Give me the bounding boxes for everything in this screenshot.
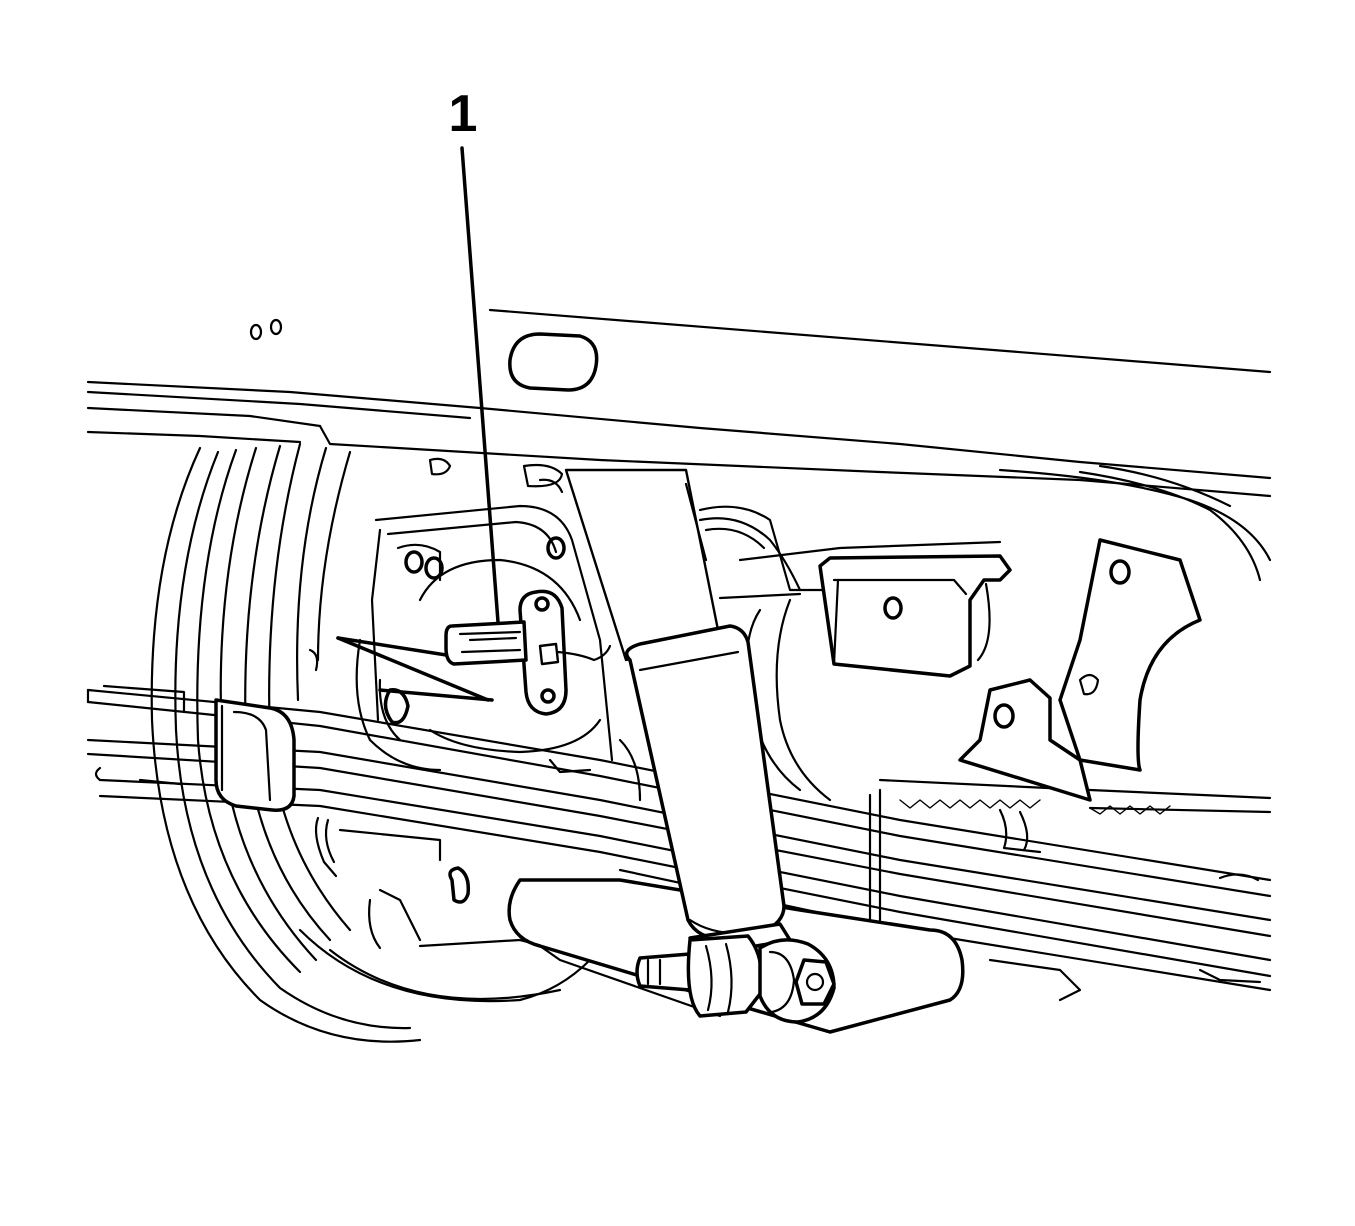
frame-rail: [86, 308, 1272, 582]
callout-label-1: 1: [448, 85, 478, 143]
right-bracket: [958, 538, 1202, 802]
brake-line: [698, 517, 802, 592]
wheel-speed-sensor: [444, 589, 612, 716]
brake-backing-plate: [308, 457, 614, 772]
hub-details: [548, 738, 642, 802]
callout-leader-1: [460, 146, 500, 624]
frame-holes: [249, 318, 283, 341]
spring-clamp: [102, 684, 296, 812]
shock-lower-mount: [635, 934, 836, 1024]
shock-mount-bracket: [818, 554, 1012, 678]
